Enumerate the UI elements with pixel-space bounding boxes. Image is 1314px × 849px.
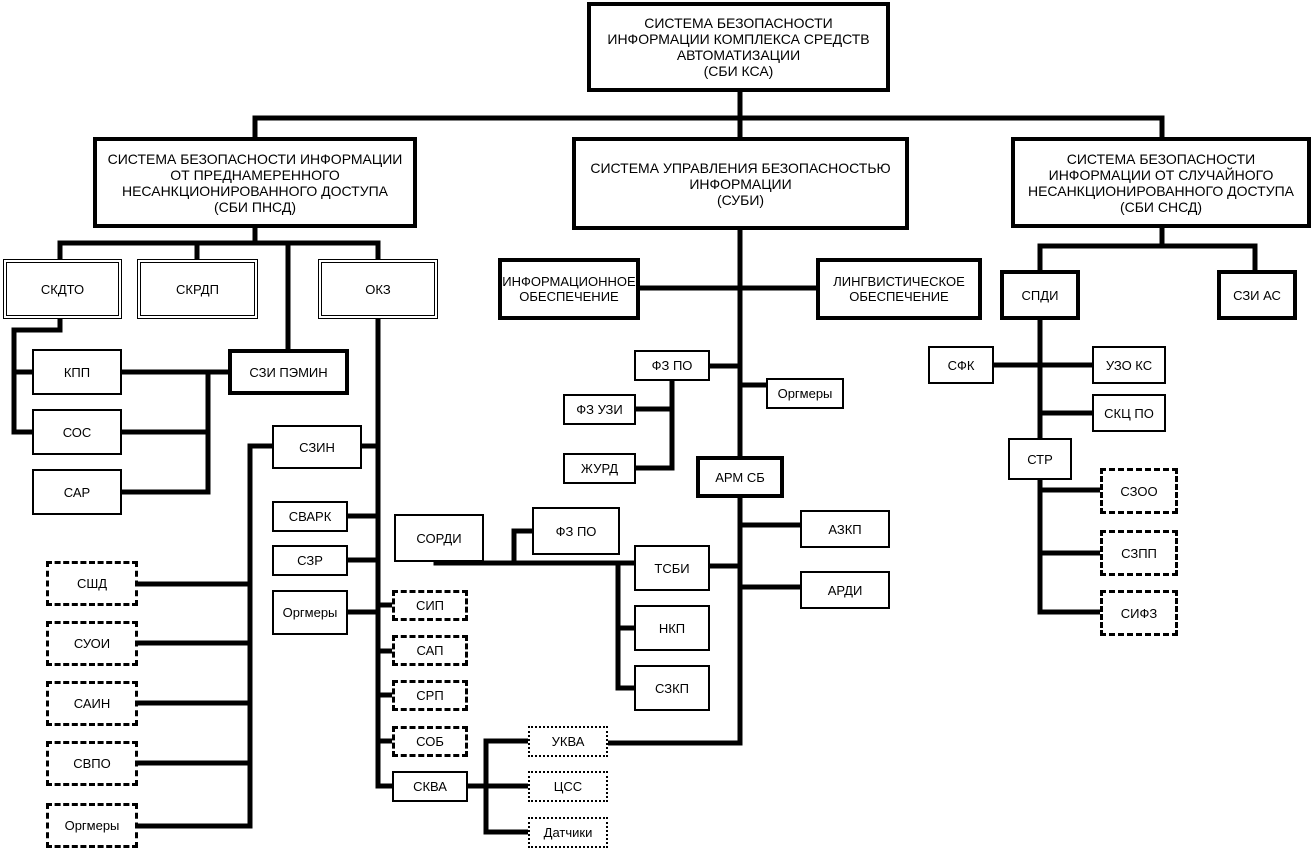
info-obespechenie-box: ИНФОРМАЦИОННОЕ ОБЕСПЕЧЕНИЕ (498, 258, 640, 320)
tss-box: ЦСС (528, 771, 608, 802)
ling-obespechenie-box: ЛИНГВИСТИЧЕСКОЕ ОБЕСПЕЧЕНИЕ (816, 258, 982, 320)
fz-uzi-box: ФЗ УЗИ (563, 394, 636, 425)
tsbi-box: ТСБИ (634, 545, 710, 591)
srp-box: СРП (392, 680, 468, 711)
szr-box: СЗР (272, 545, 348, 576)
datchiki-box: Датчики (528, 817, 608, 848)
sos-box: СОС (32, 409, 122, 455)
sshd-box: СШД (46, 561, 138, 606)
skc-po-box: СКЦ ПО (1092, 394, 1166, 432)
fz-po-top-box: ФЗ ПО (634, 350, 710, 381)
orgmery-subi-box: Оргмеры (766, 378, 844, 409)
sob-box: СОБ (392, 726, 468, 757)
skrdp-box: СКРДП (137, 259, 258, 319)
suoi-box: СУОИ (46, 621, 138, 666)
pnsd-system-box: СИСТЕМА БЕЗОПАСНОСТИ ИНФОРМАЦИИ ОТ ПРЕДН… (93, 137, 417, 228)
fz-po-mid-box: ФЗ ПО (532, 507, 620, 555)
kpp-box: КПП (32, 349, 122, 395)
okz-box: ОКЗ (318, 259, 438, 319)
sfk-box: СФК (928, 346, 994, 384)
sifz-box: СИФЗ (1100, 590, 1178, 636)
spdi-box: СПДИ (1000, 270, 1080, 320)
szoo-box: СЗОО (1100, 468, 1178, 514)
szkp-box: СЗКП (634, 665, 710, 711)
nkp-box: НКП (634, 605, 710, 651)
skva-box: СКВА (392, 771, 468, 802)
szin-box: СЗИН (272, 425, 362, 469)
subi-system-box: СИСТЕМА УПРАВЛЕНИЯ БЕЗОПАСНОСТЬЮ ИНФОРМА… (572, 137, 909, 230)
svpo-box: СВПО (46, 741, 138, 786)
szpp-box: СЗПП (1100, 530, 1178, 576)
orgmery-okz-box: Оргмеры (272, 590, 348, 635)
ukva-box: УКВА (528, 726, 608, 757)
sip-box: СИП (392, 590, 468, 621)
root-system-box: СИСТЕМА БЕЗОПАСНОСТИ ИНФОРМАЦИИ КОМПЛЕКС… (587, 2, 890, 92)
szi-pemin-box: СЗИ ПЭМИН (228, 349, 349, 395)
skdto-box: СКДТО (3, 259, 122, 319)
str-box: СТР (1008, 438, 1072, 480)
azkp-box: АЗКП (800, 510, 890, 548)
uzo-ks-box: УЗО КС (1092, 346, 1166, 384)
zhurd-box: ЖУРД (563, 453, 636, 484)
orgmery-szin-box: Оргмеры (46, 803, 138, 848)
svark-box: СВАРК (272, 501, 348, 532)
ardi-box: АРДИ (800, 571, 890, 609)
szi-as-box: СЗИ АС (1217, 270, 1297, 320)
sain-box: САИН (46, 681, 138, 726)
snsd-system-box: СИСТЕМА БЕЗОПАСНОСТИ ИНФОРМАЦИИ ОТ СЛУЧА… (1011, 137, 1311, 228)
arm-sb-box: АРМ СБ (696, 456, 784, 498)
sap-box: САП (392, 635, 468, 666)
sar-box: САР (32, 469, 122, 515)
sordi-box: СОРДИ (394, 514, 484, 562)
